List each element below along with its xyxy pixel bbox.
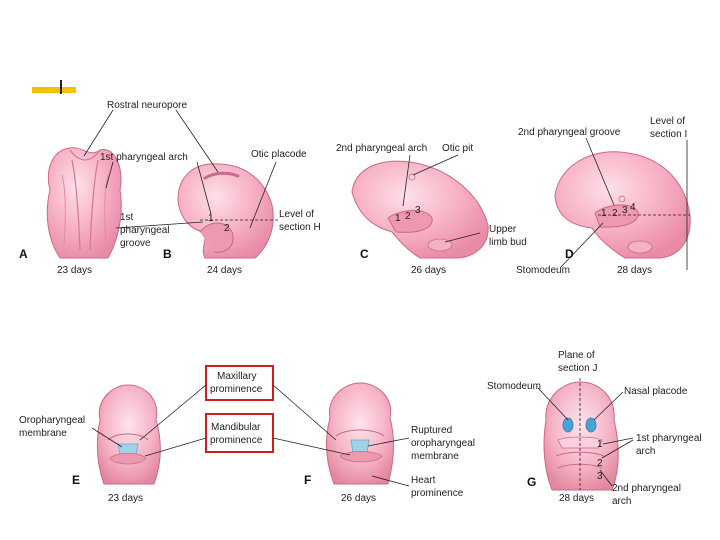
embryo-d — [554, 151, 691, 259]
label-heart-prominence-line2: prominence — [411, 488, 464, 499]
label-maxillary-prominence-line1: Maxillary — [217, 371, 256, 382]
label-upper-limb-bud-line1: Upper — [489, 224, 517, 235]
face-f — [326, 382, 395, 485]
label-level-of-section-h-line1: Level of — [279, 209, 314, 220]
label-1st-pharyngeal-arch-g-line1: 1st pharyngeal — [636, 433, 702, 444]
label-2nd-pharyngeal-groove: 2nd pharyngeal groove — [518, 127, 621, 138]
label-1st-pharyngeal-groove-line3: groove — [120, 238, 151, 249]
label-mandibular-prominence-line1: Mandibular — [211, 422, 261, 433]
arch-num-c-2: 2 — [405, 211, 411, 222]
mandibular-highlight-box — [205, 413, 274, 453]
days-e: 23 days — [108, 493, 143, 504]
label-plane-of-section-j-line2: section J — [558, 363, 597, 374]
arch-num-d-3: 3 — [622, 205, 628, 216]
face-g — [543, 381, 619, 491]
label-rostral-neuropore: Rostral neuropore — [107, 100, 187, 111]
panel-letter-b: B — [163, 247, 172, 261]
label-heart-prominence-line1: Heart — [411, 475, 436, 486]
label-1st-pharyngeal-arch-g-line2: arch — [636, 446, 655, 457]
arch-num-b-2: 2 — [224, 223, 230, 234]
label-otic-placode: Otic placode — [251, 149, 307, 160]
embryo-c — [351, 160, 489, 259]
label-ruptured-membrane-line2: oropharyngeal — [411, 438, 475, 449]
label-otic-pit: Otic pit — [442, 143, 473, 154]
label-upper-limb-bud-line2: limb bud — [489, 237, 527, 248]
days-c: 26 days — [411, 265, 446, 276]
label-level-of-section-i-line2: section I — [650, 129, 687, 140]
arch-num-g-2: 2 — [597, 458, 603, 469]
label-oropharyngeal-membrane-line2: membrane — [19, 428, 67, 439]
panel-letter-g: G — [527, 475, 536, 489]
days-g: 28 days — [559, 493, 594, 504]
bottom-leader-lines — [91, 384, 634, 487]
label-1st-pharyngeal-arch: 1st pharyngeal arch — [100, 152, 188, 163]
label-level-of-section-i-line1: Level of — [650, 116, 685, 127]
days-f: 26 days — [341, 493, 376, 504]
top-leader-lines — [83, 109, 688, 270]
days-d: 28 days — [617, 265, 652, 276]
panel-letter-d: D — [565, 247, 574, 261]
label-mandibular-prominence-line2: prominence — [210, 435, 263, 446]
label-2nd-pharyngeal-arch-g-line1: 2nd pharyngeal — [612, 483, 681, 494]
label-1st-pharyngeal-groove-line2: pharyngeal — [120, 225, 169, 236]
panel-letter-f: F — [304, 473, 311, 487]
label-plane-of-section-j-line1: Plane of — [558, 350, 595, 361]
panel-letter-c: C — [360, 247, 369, 261]
arch-num-c-3: 3 — [415, 205, 421, 216]
label-level-of-section-h-line2: section H — [279, 222, 321, 233]
arch-num-d-4: 4 — [630, 202, 636, 213]
arch-num-d-1: 1 — [601, 208, 607, 219]
embryo-b — [177, 163, 274, 259]
arch-num-c-1: 1 — [395, 213, 401, 224]
label-ruptured-membrane-line3: membrane — [411, 451, 459, 462]
label-stomodeum-d: Stomodeum — [516, 265, 570, 276]
accent-bar-tick — [60, 80, 62, 94]
face-e — [96, 384, 161, 485]
label-1st-pharyngeal-groove-line1: 1st — [120, 212, 134, 223]
accent-bar — [32, 87, 76, 93]
arch-num-b-1: 1 — [208, 213, 214, 224]
label-ruptured-membrane-line1: Ruptured — [411, 425, 452, 436]
days-a: 23 days — [57, 265, 92, 276]
label-maxillary-prominence-line2: prominence — [210, 384, 263, 395]
arch-num-d-2: 2 — [612, 208, 618, 219]
label-oropharyngeal-membrane-line1: Oropharyngeal — [19, 415, 85, 426]
arch-num-g-1: 1 — [597, 439, 603, 450]
label-2nd-pharyngeal-arch-g-line2: arch — [612, 496, 631, 507]
panel-letter-a: A — [19, 247, 28, 261]
embryo-a — [46, 147, 122, 259]
label-2nd-pharyngeal-arch: 2nd pharyngeal arch — [336, 143, 427, 154]
arch-num-g-3: 3 — [597, 471, 603, 482]
maxillary-highlight-box — [205, 365, 274, 401]
label-nasal-placode: Nasal placode — [624, 386, 688, 397]
label-stomodeum-g: Stomodeum — [487, 381, 541, 392]
days-b: 24 days — [207, 265, 242, 276]
panel-letter-e: E — [72, 473, 80, 487]
